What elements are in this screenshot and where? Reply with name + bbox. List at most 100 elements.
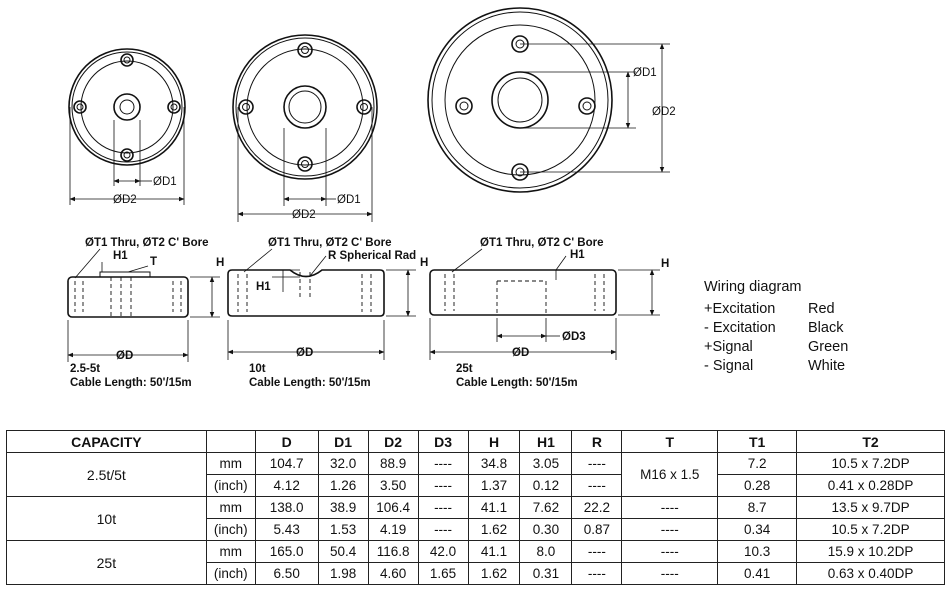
table-cell: ---- (417, 474, 469, 497)
table-cell: ---- (571, 452, 623, 475)
s3-h-label: H (661, 258, 669, 270)
table-cell: 1.26 (317, 474, 369, 497)
table-cell: 4.19 (367, 518, 419, 541)
table-cell: 1.65 (417, 562, 469, 585)
s2-cable-label: Cable Length: 50'/15m (249, 377, 371, 389)
unit-cell: (inch) (205, 474, 256, 497)
table-cell: ---- (571, 474, 623, 497)
top-view-large: ØD1 ØD2 (427, 7, 676, 193)
s1-model-label: 2.5-5t (70, 363, 100, 375)
table-cell: 3.50 (367, 474, 419, 497)
s1-cable-label: Cable Length: 50'/15m (70, 377, 192, 389)
table-cell: 22.2 (571, 496, 623, 519)
col-header: T (621, 430, 719, 453)
col-header: D2 (367, 430, 419, 453)
wiring-signal: - Excitation (704, 320, 776, 336)
table-cell: ---- (621, 562, 719, 585)
table-cell: 32.0 (317, 452, 369, 475)
unit-cell: mm (205, 540, 256, 563)
table-cell: 1.37 (467, 474, 521, 497)
s1-h1-label: H1 (113, 250, 128, 262)
capacity-cell: 10t (6, 496, 207, 541)
large-d1-label: ØD1 (633, 67, 657, 79)
col-header: CAPACITY (6, 430, 207, 453)
section-view-large: ØT1 Thru, ØT2 C' Bore H1 H ØD3 ØD 25t Ca… (429, 237, 669, 389)
s3-bore-label: ØT1 Thru, ØT2 C' Bore (480, 237, 604, 249)
table-row: 10t mm 138.0 38.9 106.4 ---- 41.1 7.62 2… (6, 496, 945, 541)
table-cell: 50.4 (317, 540, 369, 563)
table-cell: 4.60 (367, 562, 419, 585)
wiring-color: White (808, 358, 846, 374)
wiring-row: - Excitation Black (704, 319, 848, 338)
s2-h1-label: H1 (256, 281, 271, 293)
table-row: (inch) 4.12 1.26 3.50 ---- 1.37 0.12 ---… (7, 474, 945, 497)
medium-d2-label: ØD2 (292, 209, 316, 221)
table-cell: ---- (571, 540, 623, 563)
table-cell: 13.5 x 9.7DP (796, 496, 945, 519)
table-cell: 0.12 (519, 474, 573, 497)
section-view-medium: ØT1 Thru, ØT2 C' Bore R Spherical Rad H1… (227, 237, 428, 389)
top-view-small: ØD1 ØD2 (68, 48, 186, 206)
unit-cell: mm (205, 496, 256, 519)
table-cell: 0.63 x 0.40DP (796, 562, 945, 585)
table-cell: 7.62 (519, 496, 573, 519)
col-header: T1 (717, 430, 798, 453)
unit-cell: (inch) (205, 518, 256, 541)
medium-d1-label: ØD1 (337, 194, 361, 206)
table-cell: M16 x 1.5 (621, 452, 719, 497)
table-cell: 34.8 (467, 452, 521, 475)
table-cell: 4.12 (254, 474, 319, 497)
table-cell: 165.0 (254, 540, 319, 563)
table-cell: ---- (417, 496, 469, 519)
s1-bore-label: ØT1 Thru, ØT2 C' Bore (85, 237, 209, 249)
table-cell: 1.62 (467, 562, 521, 585)
table-cell: 138.0 (254, 496, 319, 519)
table-cell: 41.1 (467, 540, 521, 563)
col-header: D1 (317, 430, 369, 453)
table-cell: ---- (417, 518, 469, 541)
s2-d-label: ØD (296, 347, 313, 359)
col-header: D3 (417, 430, 469, 453)
s3-cable-label: Cable Length: 50'/15m (456, 377, 578, 389)
table-cell: 1.98 (317, 562, 369, 585)
table-cell: 0.41 (717, 562, 798, 585)
col-header: H (467, 430, 521, 453)
table-cell: 10.5 x 7.2DP (796, 452, 945, 475)
table-cell: 0.30 (519, 518, 573, 541)
s3-h1-label: H1 (570, 249, 585, 261)
wiring-signal: - Signal (704, 358, 754, 374)
wiring-signal: +Excitation (704, 301, 776, 317)
table-cell: 0.41 x 0.28DP (796, 474, 945, 497)
col-header: H1 (519, 430, 573, 453)
s1-h-label: H (216, 257, 224, 269)
section-view-small: ØT1 Thru, ØT2 C' Bore H1 T H ØD 2.5-5t C… (67, 237, 224, 389)
wiring-signal: +Signal (704, 339, 753, 355)
table-cell: 0.87 (571, 518, 623, 541)
table-cell: ---- (621, 518, 719, 541)
s3-d3-label: ØD3 (562, 331, 586, 343)
large-d2-label: ØD2 (652, 106, 676, 118)
table-cell: 0.28 (717, 474, 798, 497)
capacity-cell: 25t (6, 540, 207, 585)
col-header: T2 (796, 430, 945, 453)
s3-d-label: ØD (512, 347, 529, 359)
table-header-row: CAPACITY D D1 D2 D3 H H1 R T T1 T2 (6, 430, 945, 453)
table-cell: 104.7 (254, 452, 319, 475)
table-cell: 8.0 (519, 540, 573, 563)
table-row: (inch) 6.50 1.98 4.60 1.65 1.62 0.31 ---… (7, 562, 945, 585)
table-row: 2.5t/5t mm 104.7 32.0 88.9 ---- 34.8 3.0… (6, 452, 945, 497)
table-cell: 1.62 (467, 518, 521, 541)
s1-t-label: T (150, 256, 157, 268)
table-row: 25t mm 165.0 50.4 116.8 42.0 41.1 8.0 --… (6, 540, 945, 585)
wiring-title: Wiring diagram (704, 279, 802, 295)
technical-drawing: ØD1 ØD2 ØD1 ØD2 (67, 7, 676, 389)
top-view-medium: ØD1 ØD2 (232, 34, 378, 222)
table-cell: 3.05 (519, 452, 573, 475)
table-cell: 10.5 x 7.2DP (796, 518, 945, 541)
table-cell: 116.8 (367, 540, 419, 563)
table-cell: 106.4 (367, 496, 419, 519)
wiring-color: Black (808, 320, 844, 336)
